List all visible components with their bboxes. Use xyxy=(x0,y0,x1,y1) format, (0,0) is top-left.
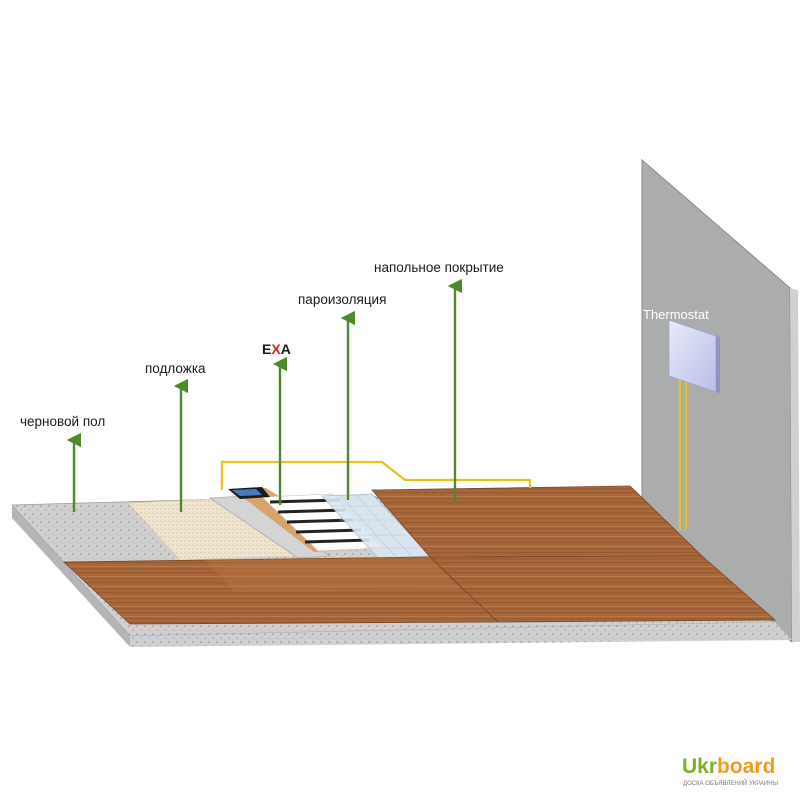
svg-text:Ukrboard: Ukrboard xyxy=(682,755,775,778)
label-exa-x: X xyxy=(271,341,281,357)
callout-arrows xyxy=(66,278,463,512)
label-rough-floor: черновой пол xyxy=(20,414,105,429)
thermostat-wires xyxy=(220,375,688,530)
foil-strip xyxy=(208,495,332,559)
thermostat-label: Thermostat xyxy=(643,307,709,322)
label-exa-prefix: E xyxy=(262,341,271,357)
heating-film xyxy=(228,487,383,552)
label-exa: EXA xyxy=(262,341,291,357)
thermostat-device xyxy=(668,319,720,393)
label-underlay: подложка xyxy=(145,361,206,376)
watermark-board: board xyxy=(717,755,775,778)
watermark-tagline: ДОСКА ОБЪЯВЛЕНИЙ УКРАИНЫ xyxy=(683,779,778,787)
vapor-barrier-grid xyxy=(330,494,420,558)
label-floor-covering: напольное покрытие xyxy=(374,260,504,275)
floor-covering-panels xyxy=(63,485,777,625)
label-vapor-barrier: пароизоляция xyxy=(298,292,386,307)
watermark-logo: Ukrboard ДОСКА ОБЪЯВЛЕНИЙ УКРАИНЫ xyxy=(682,755,778,787)
label-exa-suffix: A xyxy=(281,341,291,357)
watermark-ukr: Ukr xyxy=(682,755,717,778)
